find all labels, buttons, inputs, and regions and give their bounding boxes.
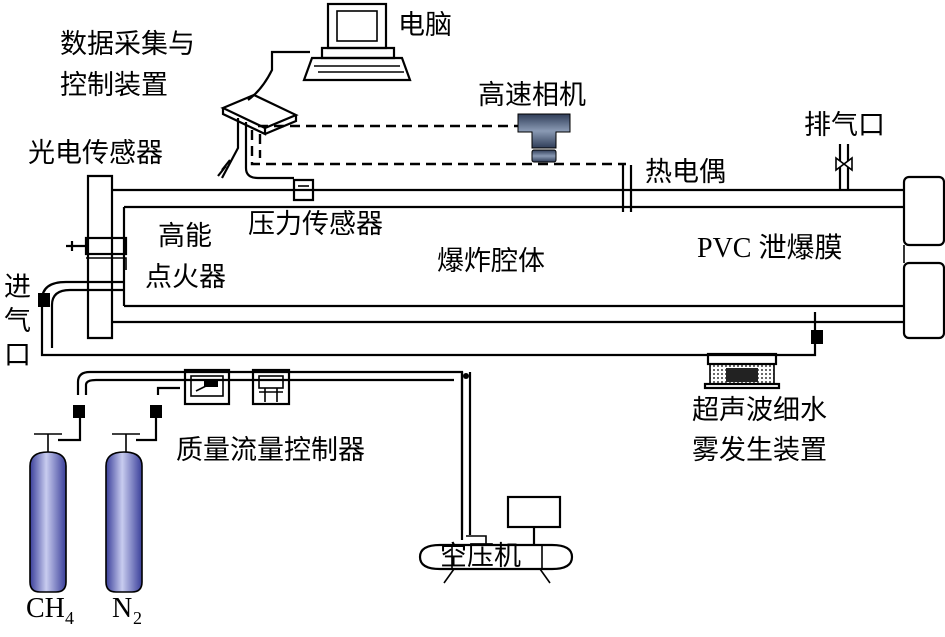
label-ch4: CH 4	[26, 593, 74, 628]
mass-flow-controller-2	[251, 368, 291, 406]
pressure-sensor	[292, 178, 315, 202]
signal-lines	[250, 124, 626, 166]
high-speed-camera	[517, 113, 571, 163]
label-mass-flow-controller: 质量流量控制器	[176, 435, 365, 466]
label-ch4-sub: 4	[65, 608, 74, 628]
label-inlet-1: 进	[4, 272, 31, 303]
gas-inlet-line	[38, 280, 823, 357]
exhaust-port	[835, 144, 853, 190]
igniter	[66, 236, 128, 270]
label-thermocouple: 热电偶	[645, 157, 726, 188]
thermocouple	[621, 165, 633, 212]
computer	[302, 2, 412, 82]
label-ch4-main: CH	[26, 593, 65, 624]
label-daq-line2: 控制装置	[60, 70, 168, 101]
label-photoelectric-sensor: 光电传感器	[28, 138, 163, 169]
label-computer: 电脑	[398, 10, 452, 41]
label-high-speed-camera: 高速相机	[478, 80, 586, 111]
label-igniter-line1: 高能	[158, 221, 212, 252]
label-n2-sub: 2	[133, 608, 142, 628]
label-pressure-sensor: 压力传感器	[248, 209, 383, 240]
label-compressor: 空压机	[440, 541, 521, 572]
label-igniter-line2: 点火器	[145, 262, 226, 293]
label-ultrasonic-line2: 雾发生装置	[692, 435, 827, 466]
data-acquisition-device	[217, 50, 310, 180]
ultrasonic-mist-generator	[703, 352, 781, 390]
ch4-cylinder	[29, 433, 67, 593]
explosion-chamber	[86, 174, 945, 340]
label-daq-line1: 数据采集与	[60, 29, 195, 60]
label-exhaust-port: 排气口	[804, 110, 885, 141]
n2-cylinder	[105, 433, 143, 593]
label-n2-main: N	[112, 593, 132, 624]
air-compressor	[418, 495, 574, 584]
mass-flow-controller-1	[183, 368, 231, 406]
label-inlet-3: 口	[4, 340, 31, 371]
label-pvc-membrane: PVC 泄爆膜	[697, 232, 842, 264]
label-n2: N 2	[112, 593, 142, 628]
label-inlet-2: 气	[4, 306, 31, 337]
label-ultrasonic-line1: 超声波细水	[692, 395, 827, 426]
label-chamber: 爆炸腔体	[437, 246, 545, 277]
supply-pipe	[58, 370, 472, 540]
